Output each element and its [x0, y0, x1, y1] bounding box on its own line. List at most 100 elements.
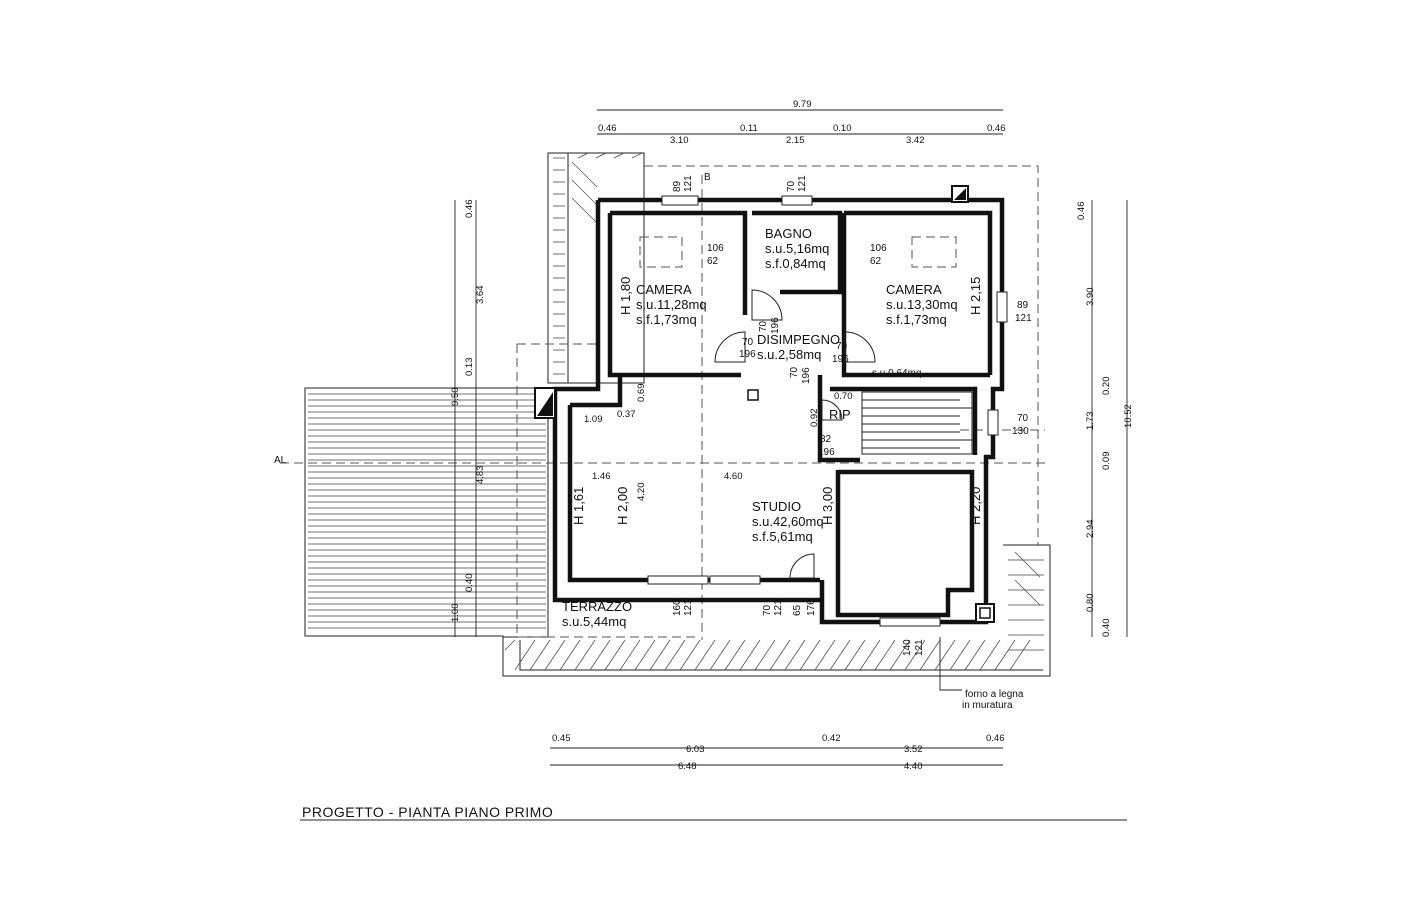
- dim-inner-3: 1.46: [592, 471, 611, 482]
- dim-inner-5: 4.20: [636, 483, 647, 502]
- dim-top-3: 2.15: [786, 135, 805, 146]
- dimension-lines: [300, 109, 1128, 821]
- drawing-title: PROGETTO - PIANTA PIANO PRIMO: [302, 804, 553, 820]
- dim-right-total: 10.52: [1123, 404, 1134, 428]
- disimpegno-name: DISIMPEGNO: [757, 332, 840, 347]
- dim-inner-0: 1.09: [584, 414, 603, 425]
- dim-bottom2-1: 4.40: [904, 761, 923, 772]
- window-1-h: 121: [683, 175, 694, 192]
- door-1-h: 196: [770, 317, 781, 334]
- window-10-h: 121: [914, 639, 925, 656]
- camera-right-name: CAMERA: [886, 282, 942, 297]
- dim-right-4: 0.09: [1101, 452, 1112, 471]
- dim-left-0: 0.46: [464, 200, 475, 219]
- height-300: H 3,00: [820, 487, 835, 525]
- door-3-w: 70: [836, 341, 848, 352]
- studio-sf: s.f.5,61mq: [752, 529, 813, 544]
- dim-inner-2: 0.69: [636, 384, 647, 403]
- door-5-h: 196: [818, 447, 835, 458]
- studio-su: s.u.42,60mq: [752, 514, 824, 529]
- dim-top-4: 0.10: [833, 123, 852, 134]
- camera-left-sf: s.f.1,73mq: [636, 312, 697, 327]
- camera-right-su: s.u.13,30mq: [886, 297, 958, 312]
- staircase: [861, 391, 973, 455]
- window-9-h: 176: [806, 599, 817, 616]
- dim-right-1: 3.90: [1085, 288, 1096, 307]
- dim-bottom2-0: 6.48: [678, 761, 697, 772]
- window-1-w: 89: [672, 180, 683, 192]
- window-7-h: 121: [683, 599, 694, 616]
- height-220: H 2,20: [968, 487, 983, 525]
- bagno-sf: s.f.0,84mq: [765, 256, 826, 271]
- dim-left-total: 9.50: [450, 388, 461, 407]
- door-3-h: 196: [832, 354, 849, 365]
- camera-left-height: H 1,80: [618, 277, 633, 315]
- window-3-w: 106: [707, 243, 724, 254]
- exterior-walls: [552, 197, 1005, 625]
- dim-inner-6: 0.70: [834, 391, 853, 402]
- height-161: H 1,61: [571, 487, 586, 525]
- dim-bottom1-3: 3.52: [904, 744, 923, 755]
- dim-inner-7: 0.92: [809, 409, 820, 428]
- dim-right-3: 1.73: [1085, 412, 1096, 431]
- door-1-w: 70: [758, 320, 769, 332]
- dim-top-total: 9.79: [793, 99, 812, 110]
- dim-left-4: 0.40: [464, 574, 475, 593]
- dim-top-5: 3.42: [906, 135, 925, 146]
- terrazzo-su: s.u.5,44mq: [562, 614, 626, 629]
- window-6-h: 130: [1012, 426, 1029, 437]
- dim-inner-4: 4.60: [724, 471, 743, 482]
- terrazzo-name: TERRAZZO: [562, 599, 632, 614]
- dim-right-6: 0.80: [1085, 594, 1096, 613]
- note-forno-1: forno a legna: [965, 689, 1024, 700]
- disimpegno-su: s.u.2,58mq: [757, 347, 821, 362]
- dim-left-2: 0.13: [464, 358, 475, 377]
- camera-right-sf: s.f.1,73mq: [886, 312, 947, 327]
- dim-right-5: 2.94: [1085, 520, 1096, 539]
- window-2-w: 70: [786, 180, 797, 192]
- window-7-w: 160: [672, 599, 683, 616]
- window-4-w: 106: [870, 243, 887, 254]
- rip-su: s.u.0,64mq: [872, 368, 921, 379]
- dim-left-5: 1.00: [450, 604, 461, 623]
- window-marks: [647, 195, 1008, 627]
- axis-mark-al: AL: [274, 455, 287, 466]
- dim-right-2: 0.20: [1101, 377, 1112, 396]
- dim-top-0: 0.46: [598, 123, 617, 134]
- door-swings: [714, 289, 876, 579]
- window-10-w: 140: [902, 639, 913, 656]
- camera-left-su: s.u.11,28mq: [636, 297, 707, 312]
- bagno-su: s.u.5,16mq: [765, 241, 829, 256]
- dim-bottom1-0: 0.45: [552, 733, 571, 744]
- window-9-w: 65: [792, 604, 803, 616]
- window-4-h: 62: [870, 256, 882, 267]
- door-2-w: 70: [742, 337, 754, 348]
- dim-inner-1: 0.37: [617, 409, 636, 420]
- studio-name: STUDIO: [752, 499, 801, 514]
- window-8-h: 121: [773, 599, 784, 616]
- door-2-h: 196: [739, 349, 756, 360]
- camera-right-height: H 2,15: [968, 277, 983, 315]
- height-200: H 2,00: [615, 487, 630, 525]
- door-4-w: 70: [789, 366, 800, 378]
- dim-bottom1-4: 0.46: [986, 733, 1005, 744]
- camera-left-name: CAMERA: [636, 282, 692, 297]
- fixtures: [534, 185, 995, 623]
- dim-left-1: 3.64: [475, 286, 486, 305]
- window-3-h: 62: [707, 256, 719, 267]
- dim-left-3: 4.83: [475, 466, 486, 485]
- note-forno-2: in muratura: [962, 700, 1013, 711]
- dim-bottom1-1: 6.03: [686, 744, 705, 755]
- dim-top-1: 3.10: [670, 135, 689, 146]
- section-mark-b: B: [704, 172, 711, 183]
- window-6-w: 70: [1017, 413, 1029, 424]
- dim-bottom1-2: 0.42: [822, 733, 841, 744]
- bagno-name: BAGNO: [765, 226, 812, 241]
- left-terrace: [304, 387, 549, 638]
- door-5-w: 82: [820, 434, 832, 445]
- dim-top-6: 0.46: [987, 123, 1006, 134]
- dim-right-0: 0.46: [1076, 202, 1087, 221]
- dim-right-7: 0.40: [1101, 619, 1112, 638]
- window-2-h: 121: [797, 175, 808, 192]
